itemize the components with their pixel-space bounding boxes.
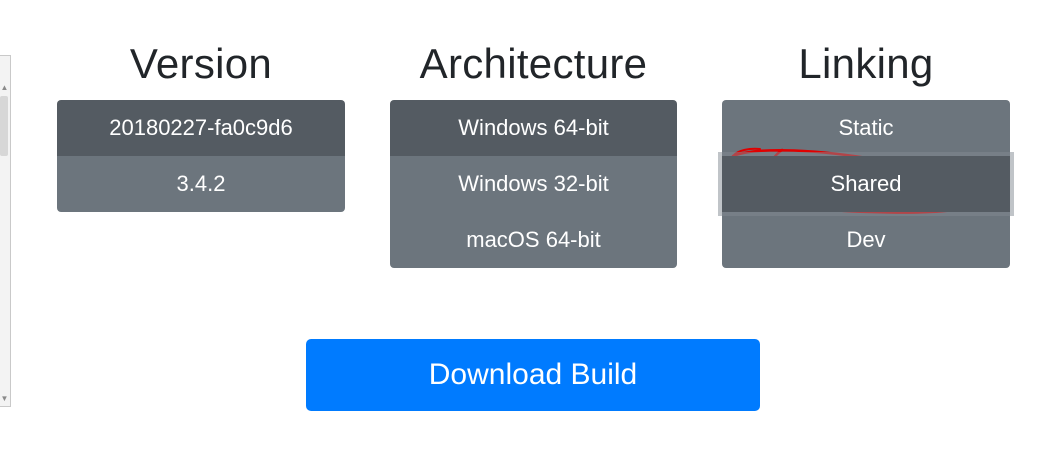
architecture-options: Windows 64-bit Windows 32-bit macOS 64-b… bbox=[390, 100, 677, 268]
linking-option[interactable]: Static bbox=[722, 100, 1010, 156]
linking-option[interactable]: Dev bbox=[722, 212, 1010, 268]
architecture-option[interactable]: Windows 32-bit bbox=[390, 156, 677, 212]
version-options: 20180227-fa0c9d6 3.4.2 bbox=[57, 100, 345, 212]
version-option[interactable]: 3.4.2 bbox=[57, 156, 345, 212]
linking-column: Linking Static Shared Dev bbox=[722, 40, 1010, 268]
download-build-button[interactable]: Download Build bbox=[306, 339, 760, 411]
scrollbar-thumb[interactable] bbox=[0, 96, 8, 156]
version-option[interactable]: 20180227-fa0c9d6 bbox=[57, 100, 345, 156]
architecture-heading: Architecture bbox=[419, 40, 648, 87]
architecture-option[interactable]: Windows 64-bit bbox=[390, 100, 677, 156]
version-column: Version 20180227-fa0c9d6 3.4.2 bbox=[57, 40, 345, 212]
linking-option-selected[interactable]: Shared bbox=[722, 156, 1010, 212]
vertical-scrollbar[interactable]: ▲ ▼ bbox=[0, 55, 11, 407]
architecture-column: Architecture Windows 64-bit Windows 32-b… bbox=[390, 40, 677, 268]
scroll-down-arrow-icon[interactable]: ▼ bbox=[0, 394, 9, 403]
version-heading: Version bbox=[129, 40, 273, 87]
architecture-option[interactable]: macOS 64-bit bbox=[390, 212, 677, 268]
linking-heading: Linking bbox=[798, 40, 934, 87]
linking-options: Static Shared Dev bbox=[722, 100, 1010, 268]
scroll-up-arrow-icon[interactable]: ▲ bbox=[0, 83, 9, 92]
